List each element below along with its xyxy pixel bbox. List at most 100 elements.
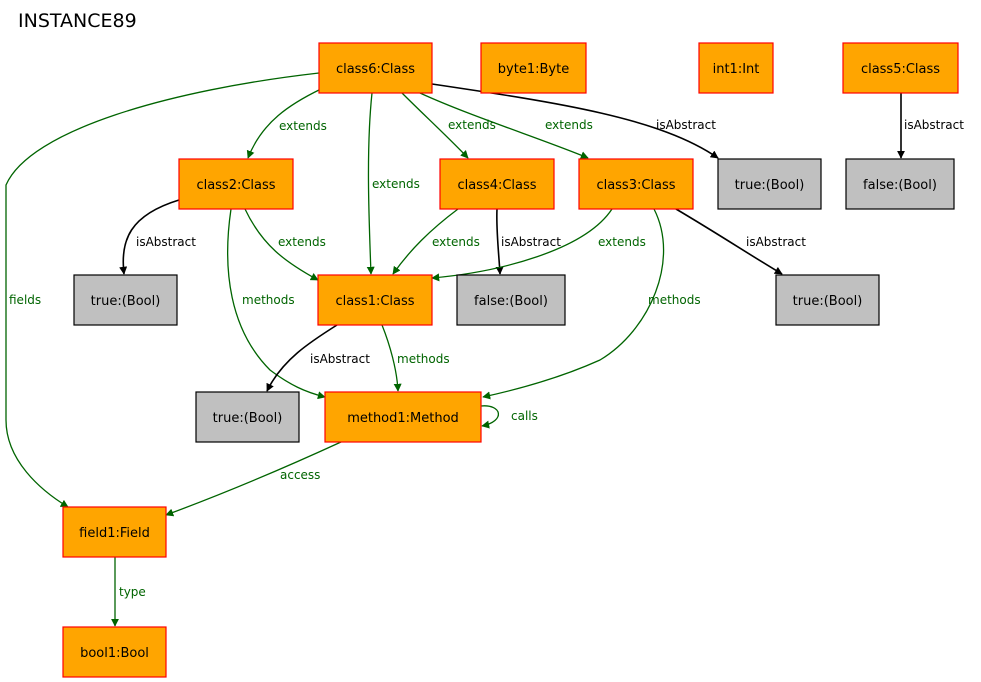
edge-label: extends: [545, 118, 593, 132]
edge-class3-isAbstract-true_c3: isAbstract: [675, 208, 806, 275]
edge-label: methods: [397, 352, 450, 366]
edge-class6-extends-class3: extends: [419, 92, 593, 159]
node-bool1: bool1:Bool: [62, 626, 167, 678]
edge-line: [482, 208, 665, 400]
node-label: class3:Class: [596, 178, 675, 193]
node-label: class2:Class: [196, 178, 275, 193]
edge-class5-isAbstract-false_c5: isAbstract: [897, 93, 964, 159]
edge-label: isAbstract: [746, 235, 806, 249]
node-box: [62, 626, 167, 678]
edge-class2-extends-class1: extends: [244, 208, 326, 281]
edge-label: extends: [278, 235, 326, 249]
edge-line: [244, 208, 319, 281]
node-box: [317, 274, 433, 326]
node-true_c3: true:(Bool): [775, 274, 880, 326]
node-true_c2: true:(Bool): [73, 274, 178, 326]
node-label: byte1:Byte: [498, 62, 569, 77]
edge-label: extends: [598, 235, 646, 249]
node-label: bool1:Bool: [80, 646, 149, 661]
edge-line: [419, 92, 589, 159]
edge-line: [392, 208, 459, 275]
edge-label: isAbstract: [656, 118, 716, 132]
node-label: method1:Method: [347, 411, 459, 426]
node-box: [775, 274, 880, 326]
edge-class6-isAbstract-true_c6: isAbstract: [431, 83, 719, 159]
edge-label: calls: [511, 409, 538, 423]
node-label: true:(Bool): [735, 178, 805, 193]
node-class4: class4:Class: [439, 158, 555, 210]
edge-label: methods: [242, 293, 295, 307]
edge-line: [401, 92, 469, 159]
edge-line: [5, 72, 320, 508]
edge-label: isAbstract: [310, 352, 370, 366]
node-byte1: byte1:Byte: [480, 42, 587, 94]
node-box: [324, 391, 482, 443]
node-label: class1:Class: [335, 294, 414, 309]
node-int1: int1:Int: [698, 42, 774, 94]
edge-class6-extends-class1: extends: [366, 92, 420, 275]
edge-line: [431, 83, 719, 159]
edge-class3-methods-method1: methods: [482, 208, 701, 400]
edge-class4-extends-class1: extends: [392, 208, 480, 275]
node-box: [578, 158, 694, 210]
node-class1: class1:Class: [317, 274, 433, 326]
node-label: true:(Bool): [793, 294, 863, 309]
edge-line: [675, 208, 783, 275]
node-box: [717, 158, 822, 210]
edge-line: [480, 405, 500, 429]
edge-class4-isAbstract-false_c4: isAbstract: [495, 208, 561, 275]
edge-label: methods: [648, 293, 701, 307]
edge-line: [366, 92, 375, 275]
edge-line: [246, 88, 322, 159]
node-box: [456, 274, 566, 326]
edge-label: extends: [448, 118, 496, 132]
node-false_c5: false:(Bool): [845, 158, 955, 210]
edge-line: [266, 324, 338, 392]
edge-class2-methods-method1: methods: [227, 208, 326, 400]
node-field1: field1:Field: [62, 506, 167, 558]
node-label: false:(Bool): [474, 294, 548, 309]
edge-label: extends: [372, 177, 420, 191]
node-class2: class2:Class: [178, 158, 294, 210]
node-label: class6:Class: [336, 62, 415, 77]
node-box: [73, 274, 178, 326]
node-method1: method1:Method: [324, 391, 482, 443]
node-false_c4: false:(Bool): [456, 274, 566, 326]
edge-label: type: [119, 585, 146, 599]
node-box: [842, 42, 959, 94]
edge-line: [165, 441, 342, 517]
node-label: false:(Bool): [863, 178, 937, 193]
edge-class2-isAbstract-true_c2: isAbstract: [119, 199, 196, 275]
edge-class6-extends-class4: extends: [401, 92, 496, 159]
node-box: [845, 158, 955, 210]
edge-line: [227, 208, 326, 400]
edge-label: isAbstract: [136, 235, 196, 249]
node-box: [698, 42, 774, 94]
node-label: int1:Int: [713, 62, 760, 77]
node-box: [62, 506, 167, 558]
edge-label: fields: [9, 293, 41, 307]
edge-line: [119, 199, 180, 275]
diagram-title: INSTANCE89: [18, 10, 137, 32]
node-class3: class3:Class: [578, 158, 694, 210]
edge-label: access: [280, 468, 320, 482]
node-label: true:(Bool): [213, 411, 283, 426]
edge-label: extends: [279, 119, 327, 133]
edge-method1-calls-method1: calls: [480, 405, 538, 429]
edge-label: isAbstract: [501, 235, 561, 249]
node-box: [195, 391, 300, 443]
edge-label: isAbstract: [904, 118, 964, 132]
edge-class1-isAbstract-true_c1: isAbstract: [266, 324, 370, 392]
edge-line: [495, 208, 504, 275]
node-label: field1:Field: [79, 526, 150, 541]
node-class6: class6:Class: [318, 42, 433, 94]
node-label: class4:Class: [457, 178, 536, 193]
edge-class1-methods-method1: methods: [381, 324, 450, 392]
edge-line: [381, 324, 402, 392]
node-label: true:(Bool): [91, 294, 161, 309]
node-box: [318, 42, 433, 94]
node-box: [439, 158, 555, 210]
edge-class6-extends-class2: extends: [246, 88, 327, 159]
node-true_c1: true:(Bool): [195, 391, 300, 443]
